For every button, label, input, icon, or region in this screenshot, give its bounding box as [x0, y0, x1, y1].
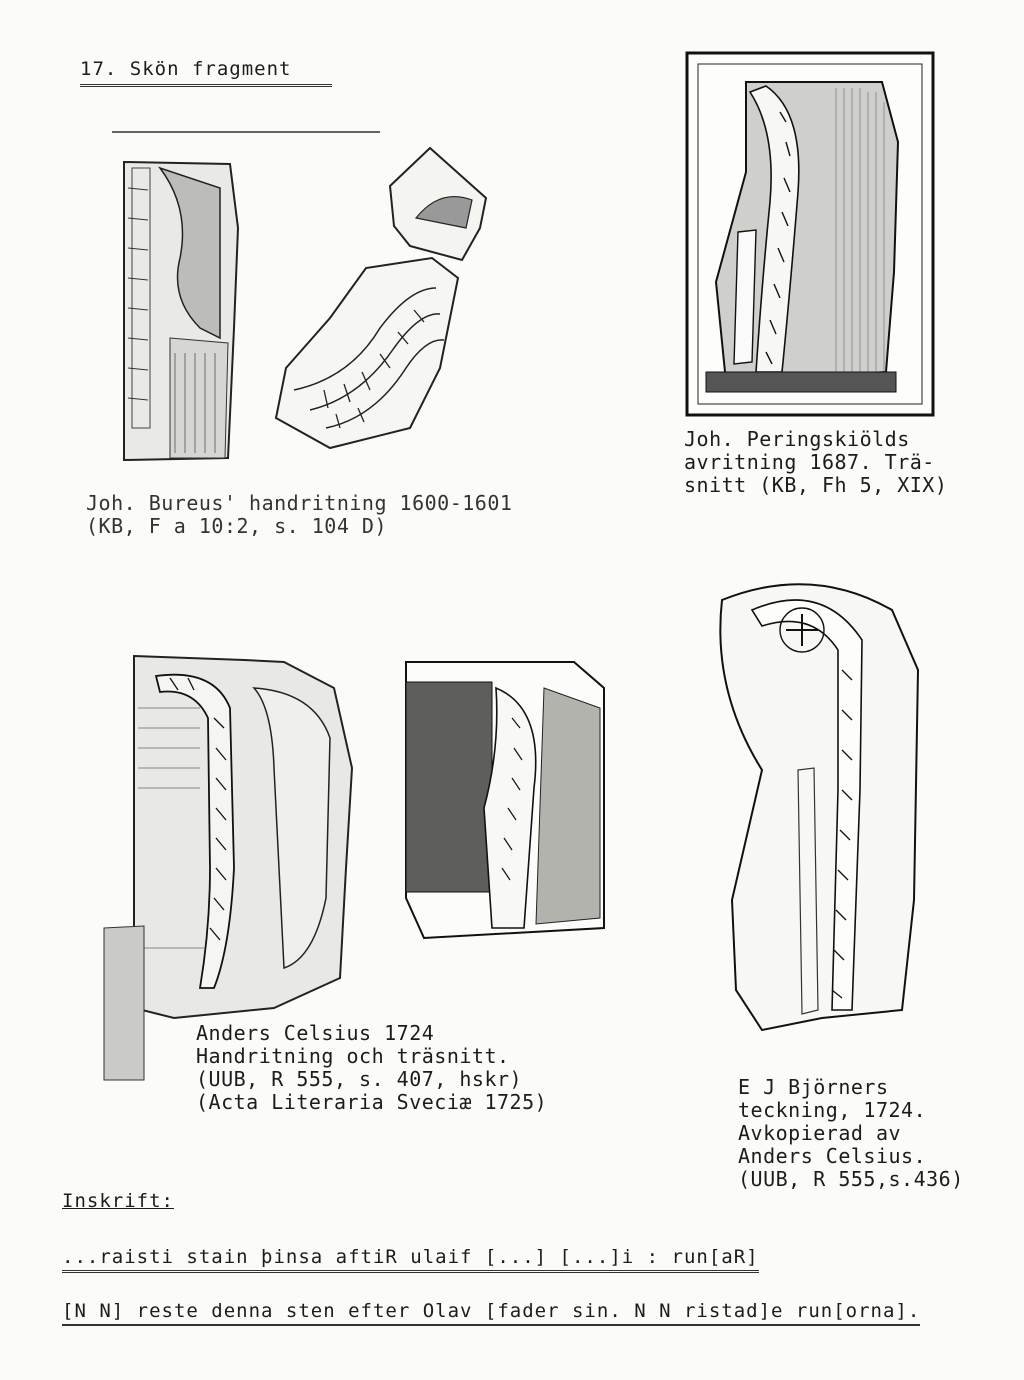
peringskiold-caption: Joh. Peringskiölds avritning 1687. Trä- … — [684, 427, 948, 497]
bureus-caption: Joh. Bureus' handritning 1600-1601 (KB, … — [86, 491, 513, 538]
title-underline — [80, 84, 332, 87]
inscription-label: Inskrift: — [62, 1190, 174, 1212]
celsius-caption: Anders Celsius 1724 Handritning och träs… — [196, 1021, 548, 1114]
bureus-drawing — [112, 131, 488, 462]
inscription-translation: [N N] reste denna sten efter Olav [fader… — [62, 1300, 921, 1326]
celsius-drawing — [103, 654, 605, 1081]
inscription-transliteration: ...raisti stain þinsa aftiR ulaif [...] … — [62, 1246, 759, 1273]
bjorner-drawing — [719, 583, 920, 1032]
peringskiold-drawing — [685, 51, 935, 417]
page-title: 17. Skön fragment — [80, 58, 292, 80]
bjorner-caption: E J Björners teckning, 1724. Avkopierad … — [738, 1075, 964, 1191]
